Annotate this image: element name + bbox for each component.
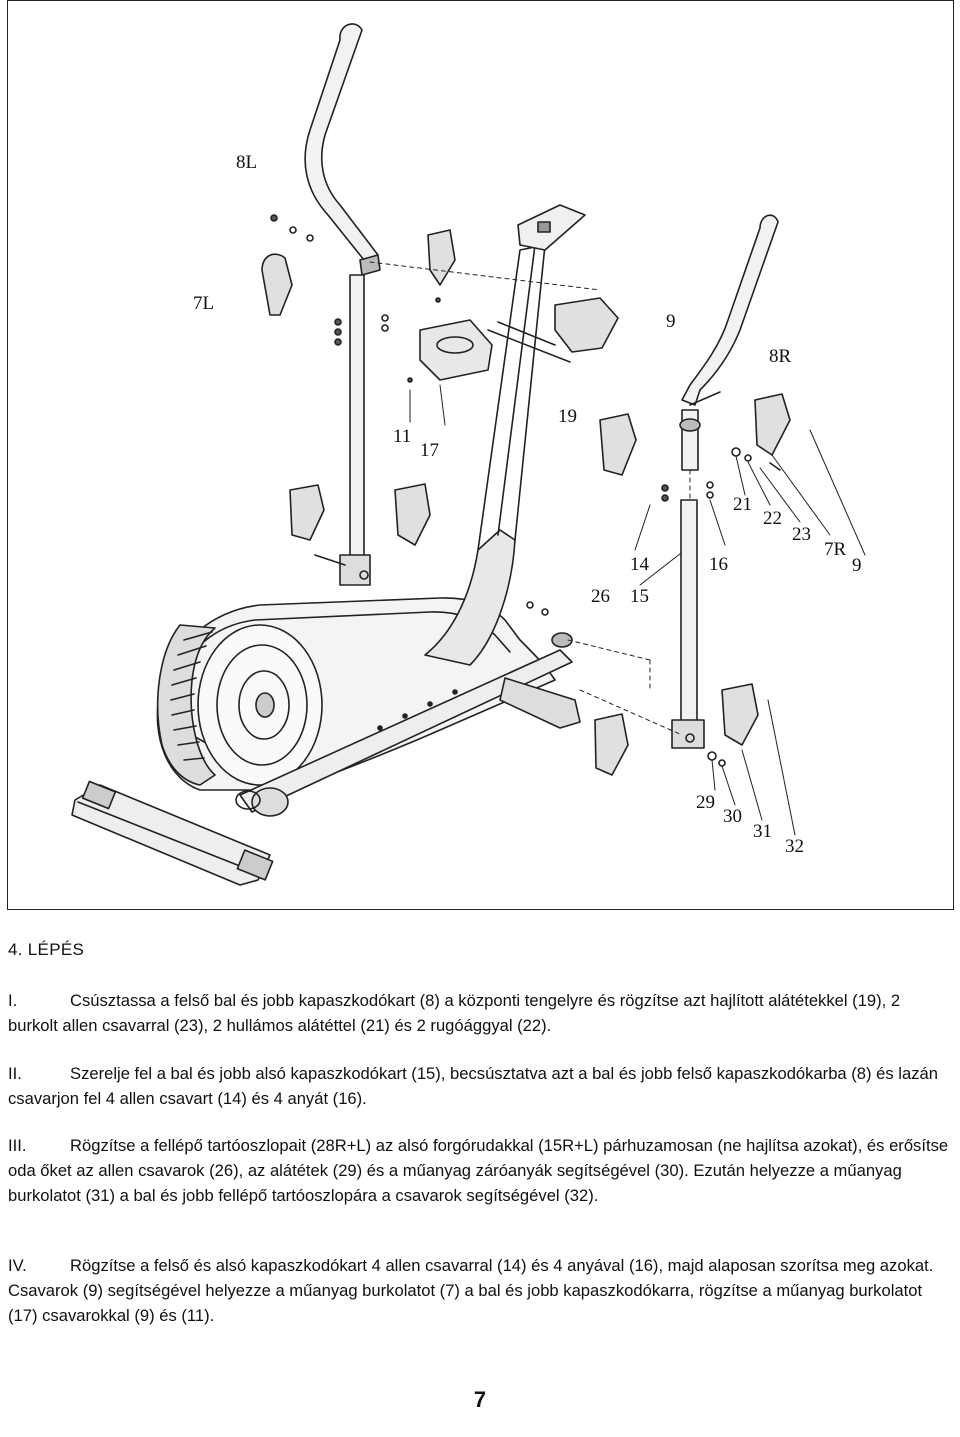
callout-9-top: 9 — [666, 311, 676, 332]
right-handlebar — [671, 214, 779, 749]
step-title: 4. LÉPÉS — [8, 940, 85, 959]
assembly-diagram: 8L 7L 9 8R 19 11 17 21 22 23 7R 9 14 16 … — [71, 23, 866, 886]
paragraph-text: Szerelje fel a bal és jobb alsó kapaszko… — [8, 1064, 938, 1108]
instruction-paragraph: IV.Rögzítse a felső és alsó kapaszkodóka… — [8, 1253, 953, 1328]
callout-8L: 8L — [236, 152, 257, 173]
callout-9-right: 9 — [852, 555, 862, 576]
paragraph-text: Rögzítse a fellépő tartóoszlopait (28R+L… — [8, 1136, 949, 1205]
callout-15: 15 — [630, 586, 649, 607]
right-leader-lines — [709, 429, 866, 836]
callout-16: 16 — [709, 554, 728, 575]
left-handlebar — [304, 23, 381, 586]
right-parts — [594, 391, 791, 776]
alignment-guides — [369, 261, 691, 736]
callout-19: 19 — [558, 406, 577, 427]
callout-32: 32 — [785, 836, 804, 857]
callout-11: 11 — [393, 426, 411, 447]
rear-stabilizer — [71, 780, 274, 886]
main-rail — [239, 649, 573, 813]
callout-7R: 7R — [824, 539, 847, 560]
flywheel-vents — [156, 624, 216, 786]
callout-29: 29 — [696, 792, 715, 813]
callout-labels: 8L 7L 9 8R 19 11 17 21 22 23 7R 9 14 16 … — [193, 152, 862, 857]
callout-22: 22 — [763, 508, 782, 529]
callout-14: 14 — [630, 554, 650, 575]
callout-26: 26 — [591, 586, 610, 607]
paragraph-number: IV. — [8, 1256, 27, 1275]
page-number: 7 — [473, 1387, 487, 1412]
console-mast — [424, 204, 586, 666]
front-stabilizer — [235, 632, 581, 817]
callout-8R: 8R — [769, 346, 792, 367]
paragraph-text: Rögzítse a felső és alsó kapaszkodókart … — [8, 1256, 934, 1325]
callout-31: 31 — [753, 821, 772, 842]
callout-30: 30 — [723, 806, 742, 827]
diagram-frame — [7, 0, 954, 910]
instruction-paragraph: III.Rögzítse a fellépő tartóoszlopait (2… — [8, 1133, 953, 1208]
paragraph-number: III. — [8, 1136, 27, 1155]
callout-21: 21 — [733, 494, 752, 515]
callout-7L: 7L — [193, 293, 214, 314]
paragraph-number: II. — [8, 1064, 22, 1083]
callout-17: 17 — [420, 440, 439, 461]
left-parts — [261, 214, 619, 616]
flywheel-disk — [197, 624, 323, 786]
instruction-paragraph: I.Csúsztassa a felső bal és jobb kapaszk… — [8, 988, 953, 1038]
paragraph-text: Csúsztassa a felső bal és jobb kapaszkod… — [8, 991, 901, 1035]
left-leader-lines — [409, 384, 686, 586]
instruction-paragraph: II.Szerelje fel a bal és jobb alsó kapas… — [8, 1061, 953, 1111]
callout-23: 23 — [792, 524, 811, 545]
paragraph-number: I. — [8, 991, 18, 1010]
